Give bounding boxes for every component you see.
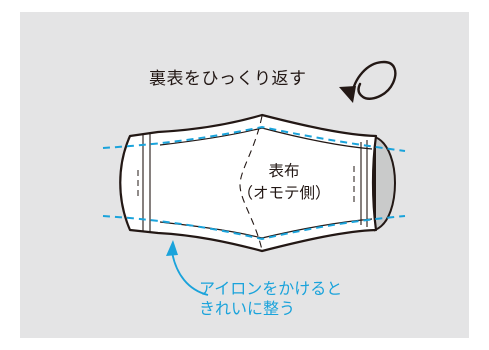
flip-arrow-icon: [339, 60, 397, 103]
outer-fabric-subtitle: （オモテ側）: [237, 184, 331, 202]
flip-instruction-label: 裏表をひっくり返す: [149, 69, 307, 89]
press-guide-lines: [102, 125, 406, 241]
pointer-arrow-icon: [166, 240, 209, 296]
ironing-note-line2: きれいに整う: [199, 299, 296, 318]
outer-fabric-title: 表布: [268, 162, 300, 180]
outer-fabric-label: 表布 （オモテ側）: [218, 160, 350, 204]
ironing-note: アイロンをかけると きれいに整う: [199, 279, 342, 319]
ironing-note-line1: アイロンをかけると: [199, 279, 343, 298]
